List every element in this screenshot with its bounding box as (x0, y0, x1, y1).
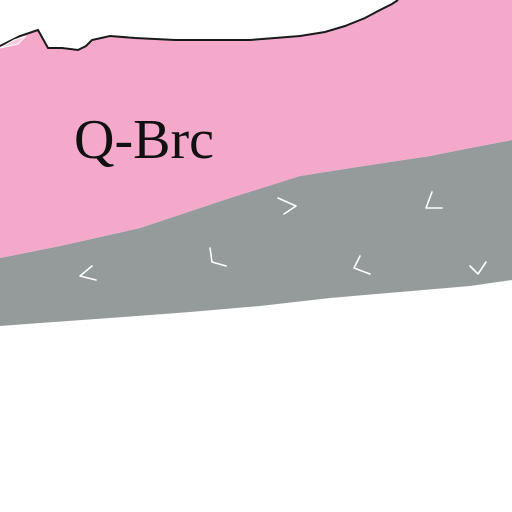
v-tick-symbol (209, 247, 227, 267)
upper-contact-line (0, 0, 399, 52)
v-tick-symbol (353, 255, 371, 275)
left-edge-sliver (0, 35, 27, 49)
grey-volcanic-unit-area (0, 140, 512, 326)
q-brc-unit-area (0, 0, 512, 258)
v-tick-symbol (79, 265, 97, 281)
unit-label-q-brc: Q-Brc (74, 109, 214, 171)
volcanic-symbol-group (79, 191, 487, 281)
v-tick-symbol (277, 197, 297, 215)
v-tick-symbol (425, 191, 443, 209)
v-tick-symbol (469, 261, 487, 275)
